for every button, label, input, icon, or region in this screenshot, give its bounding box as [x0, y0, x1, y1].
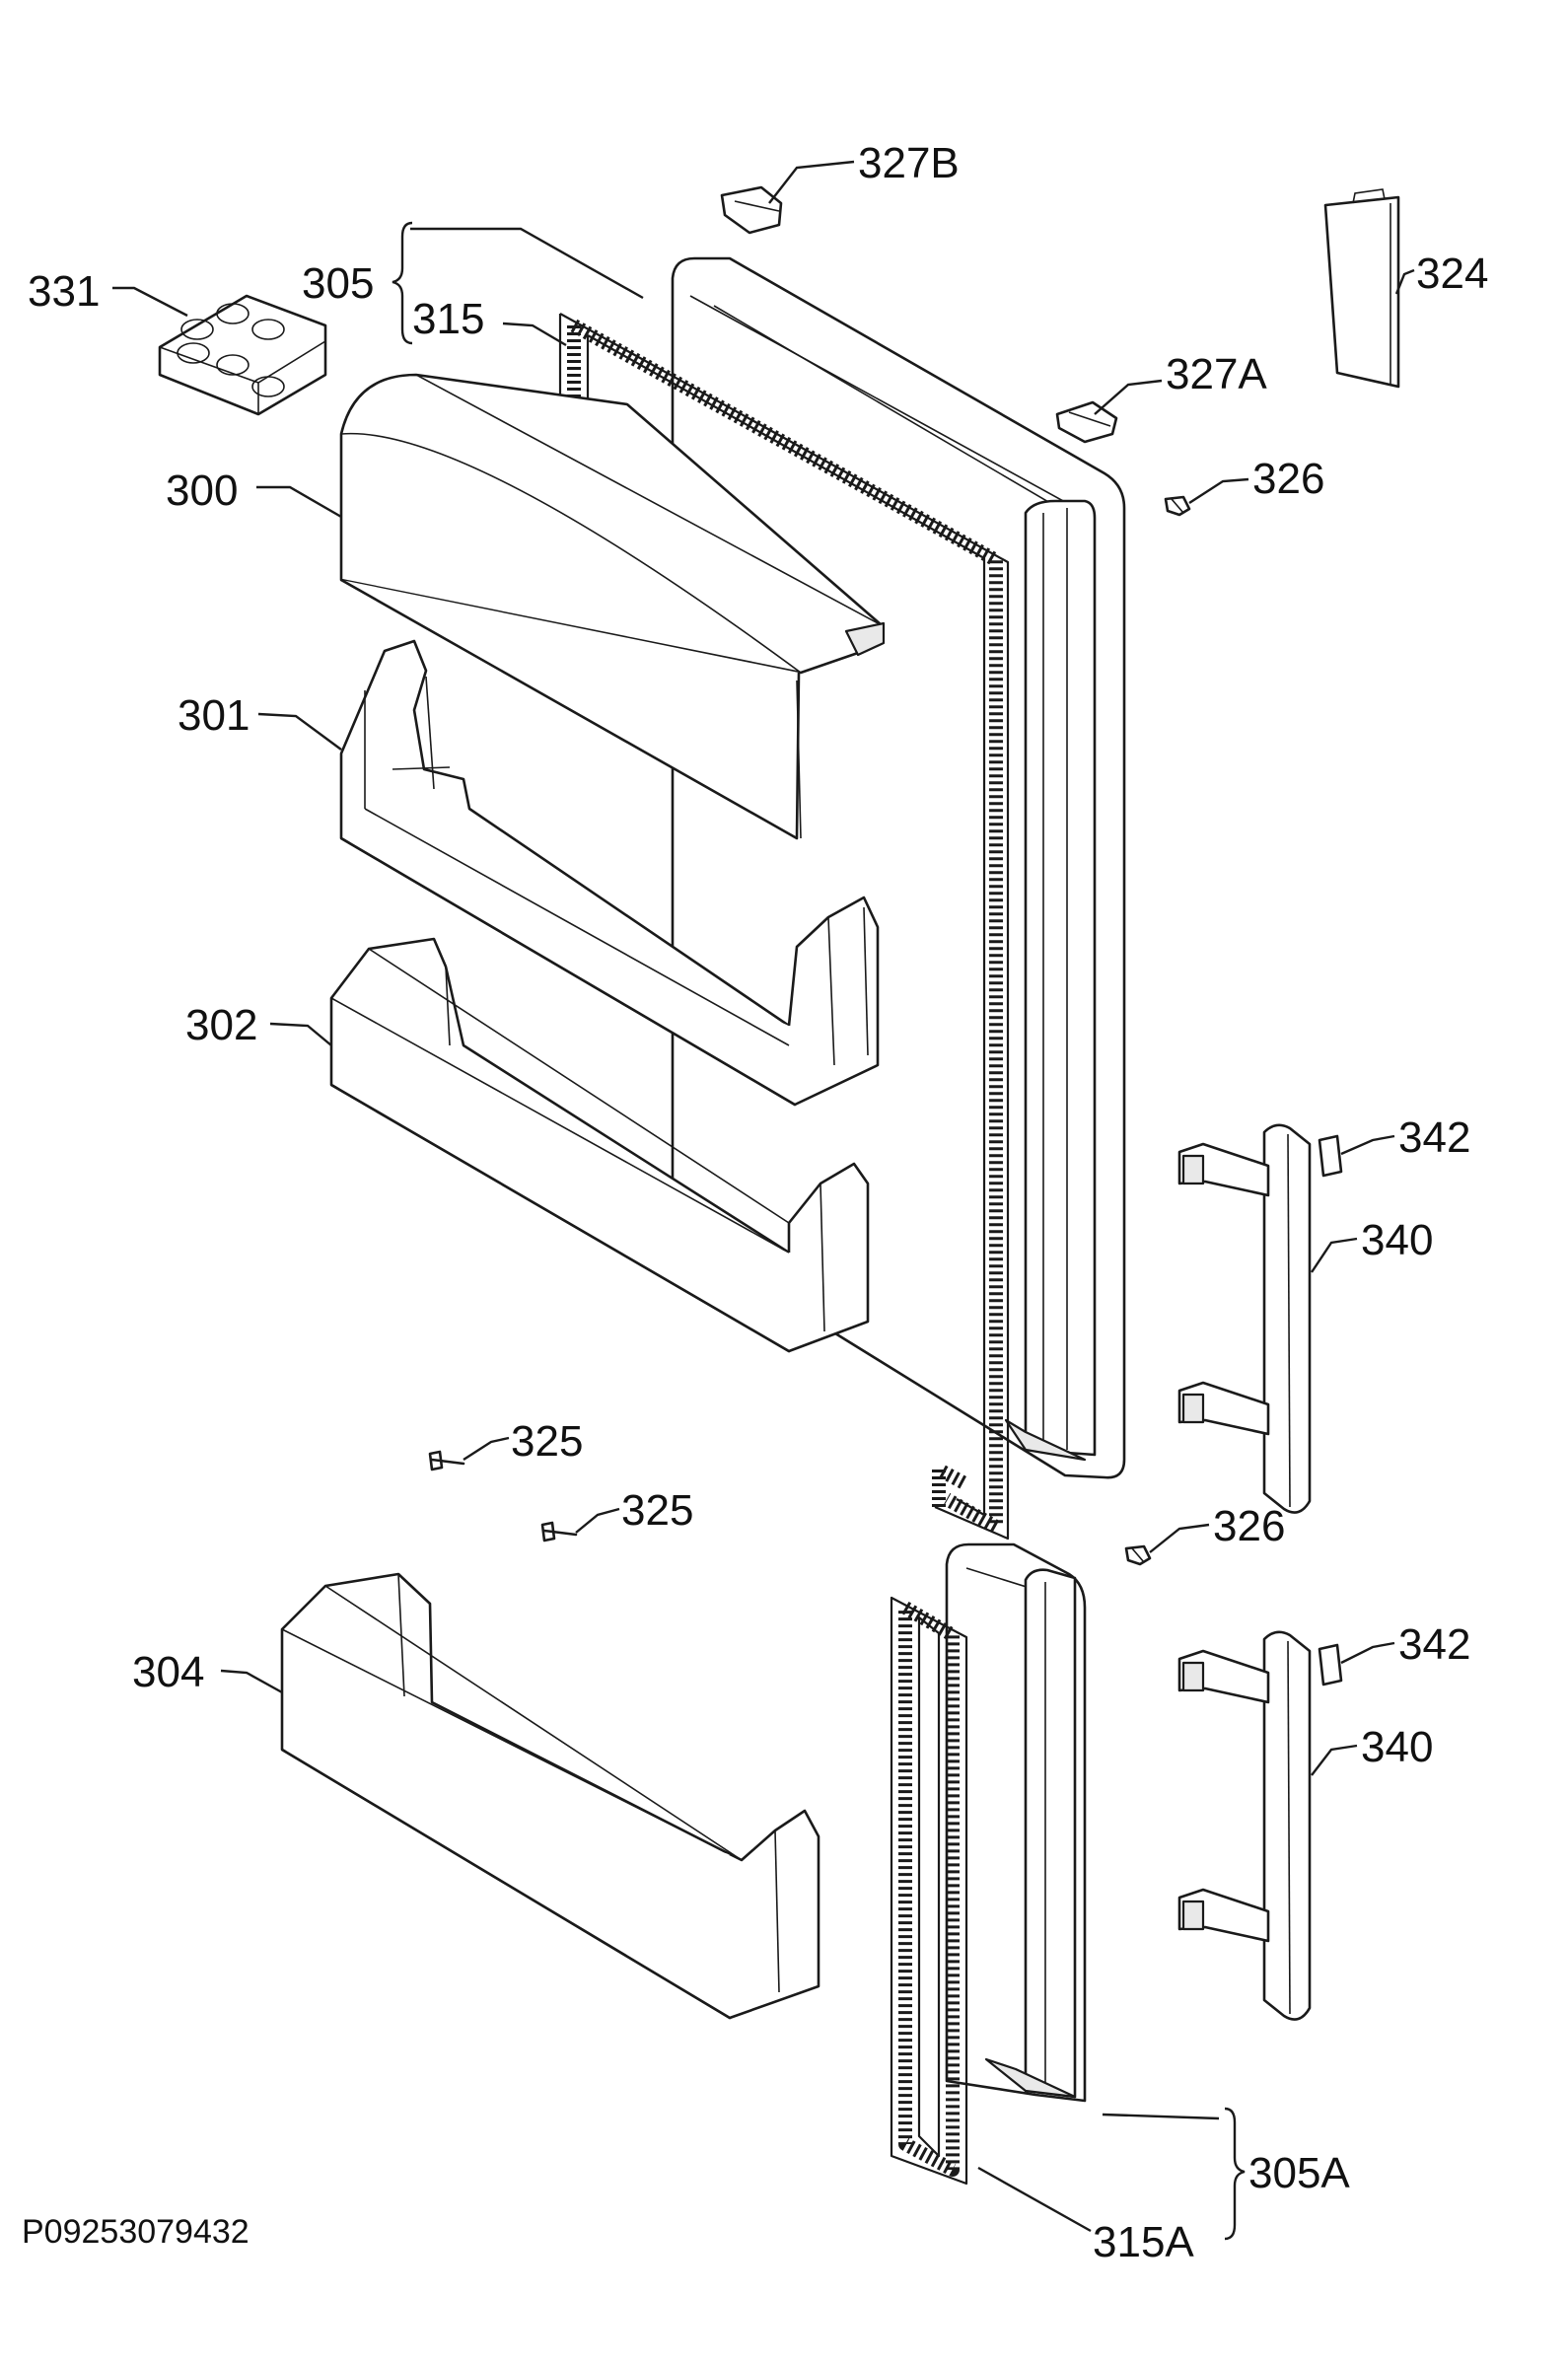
label-301: 301 [178, 691, 249, 740]
part-300-cover [339, 373, 886, 840]
upper-gasket-315 [558, 313, 1010, 1541]
label-342-bottom: 342 [1398, 1620, 1470, 1669]
handle-340-bottom [1177, 1630, 1312, 2021]
part-301-shelf [339, 639, 880, 1107]
label-315a: 315A [1093, 2218, 1194, 2266]
label-327a: 327A [1166, 350, 1267, 398]
part-327b [720, 185, 783, 235]
screw-325-a [428, 1450, 465, 1471]
label-324: 324 [1416, 250, 1488, 298]
lower-gasket-315a [890, 1596, 968, 2186]
handle-340-top [1177, 1123, 1312, 1514]
label-302: 302 [185, 1001, 257, 1049]
label-304: 304 [132, 1648, 204, 1696]
label-305a: 305A [1248, 2149, 1350, 2197]
label-325-b: 325 [621, 1486, 693, 1535]
part-304-shelf [280, 1572, 820, 2020]
label-331: 331 [28, 267, 100, 316]
lower-door-305a [945, 1542, 1087, 2103]
screw-326-bottom [1124, 1544, 1152, 1566]
leader-lines [112, 160, 1415, 2233]
label-300: 300 [166, 466, 238, 515]
part-302-shelf [329, 937, 870, 1353]
label-340-top: 340 [1361, 1216, 1433, 1264]
part-331-egg-tray [158, 294, 327, 416]
label-326-bottom: 326 [1213, 1502, 1285, 1550]
label-327b: 327B [858, 139, 960, 187]
label-326-top: 326 [1252, 455, 1324, 503]
label-315: 315 [412, 295, 484, 343]
part-327a [1055, 400, 1118, 444]
label-342-top: 342 [1398, 1113, 1470, 1162]
label-340-bottom: 340 [1361, 1723, 1433, 1771]
part-324 [1323, 188, 1400, 389]
brace-305 [392, 221, 413, 345]
cap-342-top [1318, 1134, 1343, 1178]
document-id: P09253079432 [22, 2213, 249, 2251]
screw-325-b [540, 1521, 578, 1542]
screw-326-top [1164, 495, 1191, 517]
brace-305a [1224, 2107, 1246, 2241]
label-305: 305 [302, 259, 374, 308]
label-325-a: 325 [511, 1417, 583, 1466]
cap-342-bottom [1318, 1643, 1343, 1686]
